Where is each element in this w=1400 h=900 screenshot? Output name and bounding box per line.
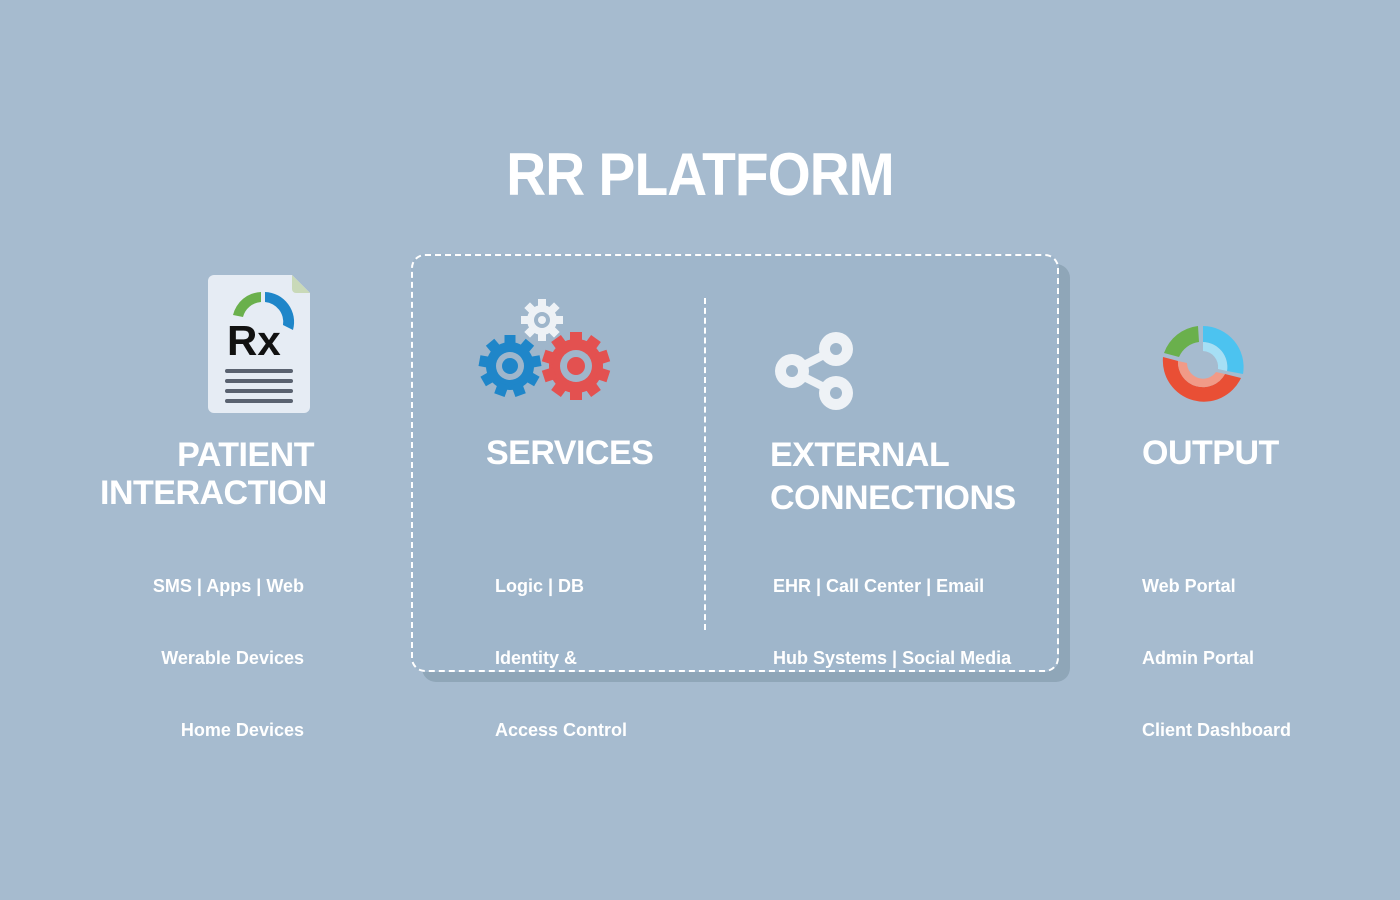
platform-divider — [704, 298, 706, 630]
platform-box — [411, 254, 1059, 672]
gears-icon — [478, 296, 614, 407]
share-icon — [772, 328, 858, 419]
output-heading: OUTPUT — [1142, 434, 1279, 472]
rx-label: Rx — [227, 317, 281, 364]
patient-interaction-items: SMS | Apps | Web Werable Devices Home De… — [152, 576, 304, 740]
services-items: Logic | DB Identity & Access Control — [495, 576, 628, 740]
donut-chart-icon — [1158, 322, 1248, 417]
services-heading: SERVICES — [486, 434, 654, 472]
rx-prescription-icon: Rx — [208, 275, 312, 420]
patient-interaction-heading: PATIENT INTERACTION — [100, 436, 327, 512]
external-connections-heading: EXTERNAL CONNECTIONS — [770, 436, 1016, 517]
page-title: RR PLATFORM — [506, 141, 894, 208]
external-connections-items: EHR | Call Center | Email Hub Systems | … — [773, 576, 1012, 668]
output-items: Web Portal Admin Portal Client Dashboard — [1142, 576, 1292, 740]
